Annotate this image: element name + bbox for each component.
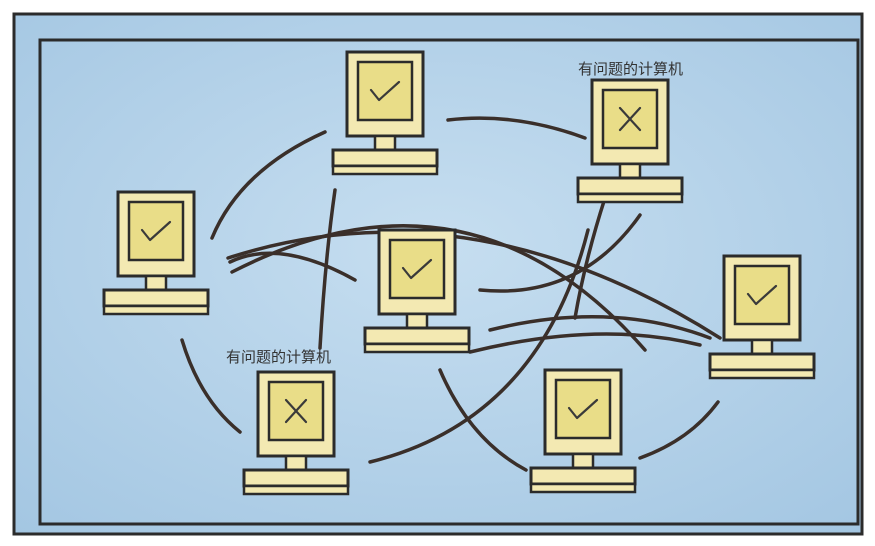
- computer-node: [708, 254, 816, 380]
- monitor-stand: [405, 312, 429, 330]
- network-cable: [438, 368, 528, 472]
- check-mark-icon: [746, 284, 778, 306]
- computer-node: [331, 50, 439, 176]
- network-cable: [638, 400, 720, 460]
- computer-base: [242, 468, 350, 488]
- computer-base: [102, 288, 210, 308]
- network-cable: [573, 196, 607, 320]
- network-cable: [446, 116, 587, 140]
- keyboard: [331, 164, 439, 176]
- screen: [127, 200, 185, 262]
- computer-node: [102, 190, 210, 316]
- network-cable: [368, 228, 590, 464]
- network-cable: [226, 230, 722, 340]
- computer-base: [576, 176, 684, 196]
- computer-base: [331, 148, 439, 168]
- monitor-stand: [144, 274, 168, 292]
- x-mark-icon: [618, 106, 642, 132]
- network-cable: [180, 338, 242, 434]
- computer-base: [708, 352, 816, 372]
- check-mark-icon: [369, 80, 401, 102]
- screen: [554, 378, 612, 440]
- computer-node: [363, 228, 471, 354]
- problem-computer-label: 有问题的计算机: [226, 348, 331, 366]
- network-cable: [468, 332, 702, 354]
- monitor-stand: [618, 162, 642, 180]
- network-cable: [318, 188, 337, 350]
- x-mark-icon: [284, 398, 308, 424]
- monitor-stand: [750, 338, 774, 356]
- monitor-stand: [284, 454, 308, 472]
- keyboard: [708, 368, 816, 380]
- check-mark-icon: [401, 258, 433, 280]
- network-cable: [228, 251, 357, 282]
- check-mark-icon: [567, 398, 599, 420]
- monitor-stand: [571, 452, 595, 470]
- screen: [733, 264, 791, 326]
- check-mark-icon: [140, 220, 172, 242]
- problem-computer-node: [576, 78, 684, 204]
- screen: [356, 60, 414, 122]
- keyboard: [102, 304, 210, 316]
- computer-base: [363, 326, 471, 346]
- keyboard: [242, 484, 350, 496]
- network-cable: [478, 213, 642, 293]
- keyboard: [529, 482, 637, 494]
- keyboard: [363, 342, 471, 354]
- monitor-stand: [373, 134, 397, 152]
- problem-computer-label: 有问题的计算机: [578, 60, 683, 78]
- inner-frame: [38, 38, 860, 526]
- network-cable: [210, 130, 327, 240]
- network-cable: [488, 315, 712, 340]
- computer-base: [529, 466, 637, 486]
- problem-computer-node: [242, 370, 350, 496]
- keyboard: [576, 192, 684, 204]
- computer-node: [529, 368, 637, 494]
- screen: [388, 238, 446, 300]
